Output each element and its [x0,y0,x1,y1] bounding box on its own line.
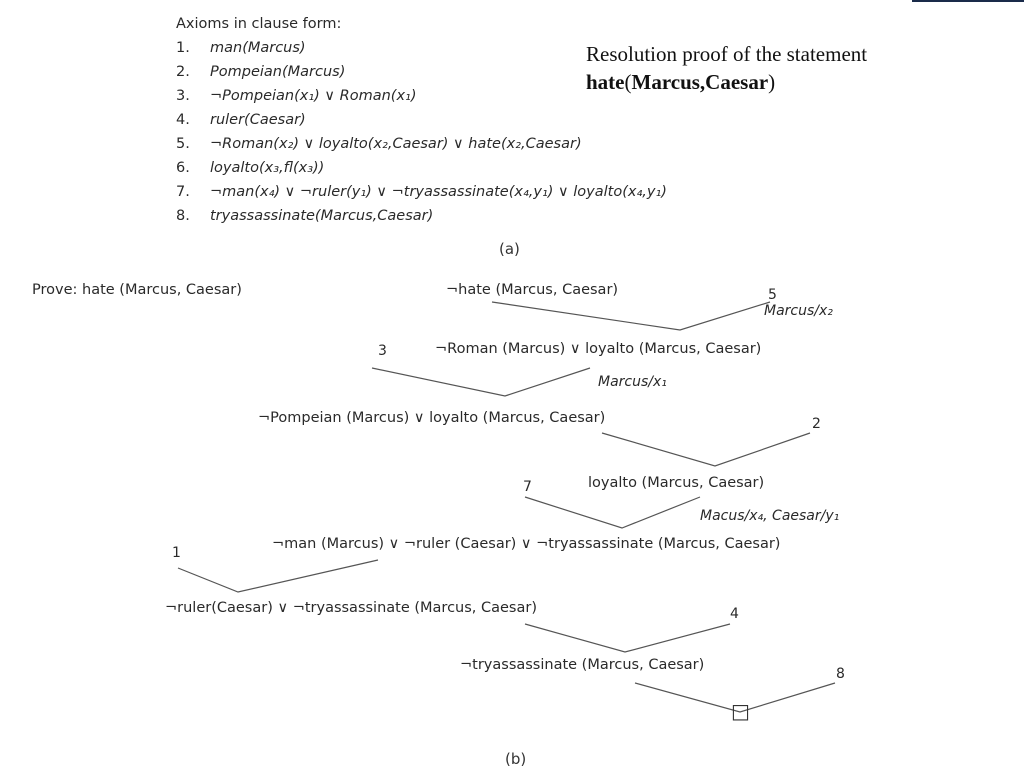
axiom-ref-1: 1 [172,545,181,561]
axiom-text: ¬Pompeian(x₁) ∨ Roman(x₁) [210,88,417,104]
title-paren-close: ) [768,70,776,94]
axiom-ref-8: 8 [836,666,845,682]
empty-clause-icon: □ [731,699,750,723]
axiom-text: tryassassinate(Marcus,Caesar) [210,208,434,224]
title-paren-open: ( [624,70,632,94]
node-2: ¬Roman (Marcus) ∨ loyalto (Marcus, Caesa… [435,341,762,357]
title-predicate: hate [586,70,625,94]
edge-3 [601,432,811,467]
axiom-4: 4. ruler(Caesar) [176,112,306,128]
edge-6 [524,623,731,653]
edge-1 [491,301,771,331]
axioms-heading: Axioms in clause form: [176,16,342,32]
axiom-5: 5. ¬Roman(x₂) ∨ loyalto(x₂,Caesar) ∨ hate… [176,136,582,152]
node-5: ¬man (Marcus) ∨ ¬ruler (Caesar) ∨ ¬tryas… [272,536,781,552]
node-1: ¬hate (Marcus, Caesar) [446,282,619,298]
axiom-8: 8. tryassassinate(Marcus,Caesar) [176,208,433,224]
edge-5 [177,559,379,593]
substitution-3: Macus/x₄, Caesar/y₁ [700,508,840,524]
title-line-1: Resolution proof of the statement [586,42,868,66]
axiom-ref-7: 7 [523,479,532,495]
edge-2 [371,367,591,397]
substitution-1: Marcus/x₂ [764,303,833,319]
caption-a: (a) [499,240,520,258]
axiom-text: ¬Roman(x₂) ∨ loyalto(x₂,Caesar) ∨ hate(x… [210,136,582,152]
node-7: ¬tryassassinate (Marcus, Caesar) [460,657,705,673]
slide-title: Resolution proof of the statement hate(M… [586,40,867,96]
axiom-6: 6. loyalto(x₃,fl(x₃)) [176,160,324,176]
axiom-number: 7. [176,184,190,200]
axiom-1: 1. man(Marcus) [176,40,306,56]
axiom-2: 2. Pompeian(Marcus) [176,64,345,80]
axiom-number: 4. [176,112,190,128]
axiom-number: 2. [176,64,190,80]
edge-7 [634,682,836,713]
axiom-3: 3. ¬Pompeian(x₁) ∨ Roman(x₁) [176,88,417,104]
axiom-number: 6. [176,160,190,176]
axiom-text: ruler(Caesar) [210,112,306,128]
title-arguments: Marcus,Caesar [631,70,769,94]
node-4: loyalto (Marcus, Caesar) [588,475,765,491]
axiom-number: 5. [176,136,190,152]
node-6: ¬ruler(Caesar) ∨ ¬tryassassinate (Marcus… [165,600,537,616]
axiom-ref-3: 3 [378,343,387,359]
top-accent-line [912,0,1024,2]
axiom-ref-5: 5 [768,287,777,303]
axiom-ref-4: 4 [730,606,739,622]
axiom-ref-2: 2 [812,416,821,432]
axiom-number: 3. [176,88,190,104]
axiom-7: 7. ¬man(x₄) ∨ ¬ruler(y₁) ∨ ¬tryassassinat… [176,184,667,200]
axiom-text: man(Marcus) [210,40,306,56]
title-line-2: hate(Marcus,Caesar) [586,68,867,96]
axiom-number: 8. [176,208,190,224]
node-3: ¬Pompeian (Marcus) ∨ loyalto (Marcus, Ca… [258,410,606,426]
axiom-text: loyalto(x₃,fl(x₃)) [210,160,325,176]
substitution-2: Marcus/x₁ [598,374,667,390]
axiom-number: 1. [176,40,190,56]
prove-label: Prove: hate (Marcus, Caesar) [32,282,242,298]
caption-b: (b) [505,750,527,768]
axiom-text: Pompeian(Marcus) [210,64,346,80]
edge-4 [524,496,701,529]
axiom-text: ¬man(x₄) ∨ ¬ruler(y₁) ∨ ¬tryassassinate(… [210,184,667,200]
